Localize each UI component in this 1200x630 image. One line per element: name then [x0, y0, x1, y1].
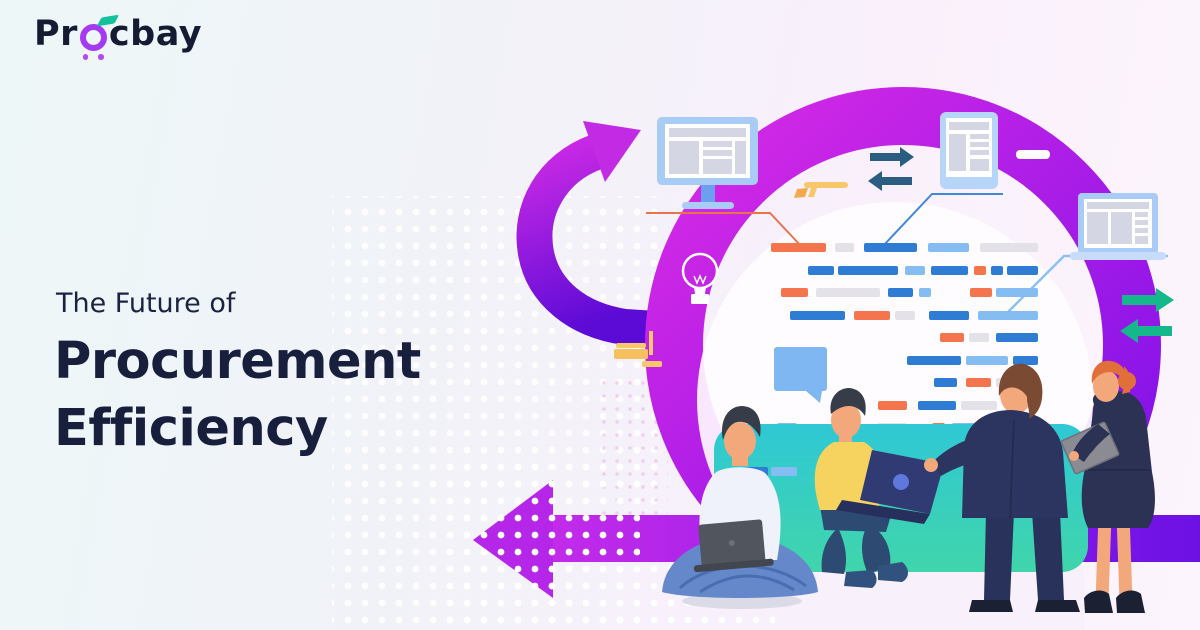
- transfer-arrows-icon: [868, 147, 914, 191]
- gantt-bar: [928, 243, 969, 252]
- gantt-bar: [816, 288, 880, 297]
- cart-wheel-icon: [82, 54, 89, 60]
- gantt-bar: [838, 266, 898, 275]
- gantt-bar: [1013, 356, 1038, 365]
- gantt-bar: [996, 288, 1038, 297]
- gantt-bar: [991, 266, 1003, 275]
- gantt-bar: [966, 356, 1008, 365]
- gantt-bar: [895, 311, 915, 320]
- gantt-bar: [966, 378, 991, 387]
- cart-o-icon: [79, 14, 120, 60]
- gantt-bar: [864, 243, 917, 252]
- man-crosslegged-laptop: [662, 406, 818, 609]
- title-line-2: Efficiency: [54, 399, 328, 458]
- logo-text-pre: Pr: [34, 14, 78, 54]
- laptop-dark: [693, 519, 774, 573]
- gantt-bar: [929, 311, 969, 320]
- cart-ring: [79, 23, 107, 51]
- gantt-bar: [878, 401, 907, 410]
- gantt-bar: [781, 288, 808, 297]
- yellow-note-icon-top: [794, 182, 848, 198]
- gantt-bar: [905, 266, 925, 275]
- gantt-bar: [919, 288, 931, 297]
- gantt-bar: [974, 266, 986, 275]
- gantt-bar: [970, 288, 992, 297]
- gantt-bar: [771, 243, 826, 252]
- gantt-bar: [918, 401, 956, 410]
- gantt-bar: [996, 333, 1038, 342]
- gantt-bar: [907, 356, 961, 365]
- logo-text-post: cbay: [108, 14, 203, 54]
- monitor-icon: [657, 117, 758, 209]
- gantt-bar: [854, 311, 890, 320]
- gantt-bar: [978, 311, 1038, 320]
- sync-arrows-icon: [1120, 288, 1174, 343]
- man-couch-laptop: [814, 388, 944, 588]
- connector-blue: [882, 193, 1003, 247]
- gantt-bar: [888, 288, 913, 297]
- gantt-bar: [931, 266, 968, 275]
- laptop-navy: [836, 450, 944, 524]
- tablet-icon: [940, 112, 998, 189]
- gantt-bar: [969, 333, 989, 342]
- woman-tablet: [1060, 360, 1155, 613]
- gantt-bar: [771, 467, 797, 476]
- gantt-chart: [771, 243, 1038, 432]
- cart-wheel-icon: [98, 54, 104, 60]
- dash-icon: [1016, 150, 1050, 159]
- circular-swoosh-arrow-icon: [516, 121, 674, 348]
- yellow-note-icon-left: [614, 331, 662, 367]
- businessman-back: [924, 363, 1080, 612]
- connector-orange: [646, 212, 802, 247]
- gantt-bar: [790, 311, 845, 320]
- laptop-icon: [1070, 193, 1166, 260]
- gantt-bar: [808, 266, 834, 275]
- gantt-bar: [940, 333, 964, 342]
- gantt-bar: [835, 243, 854, 252]
- title-line-1: Procurement: [54, 332, 421, 391]
- gantt-bar: [934, 378, 957, 387]
- gantt-bar: [961, 401, 997, 410]
- page-title: Procurement Efficiency: [54, 328, 421, 462]
- lightbulb-icon: [681, 252, 719, 304]
- brand-logo: Pr cbay: [34, 14, 203, 60]
- speech-bubble-icon: [774, 347, 827, 403]
- gantt-bar: [980, 243, 1038, 252]
- gantt-bar: [1007, 266, 1038, 275]
- hero-kicker: The Future of: [56, 288, 236, 319]
